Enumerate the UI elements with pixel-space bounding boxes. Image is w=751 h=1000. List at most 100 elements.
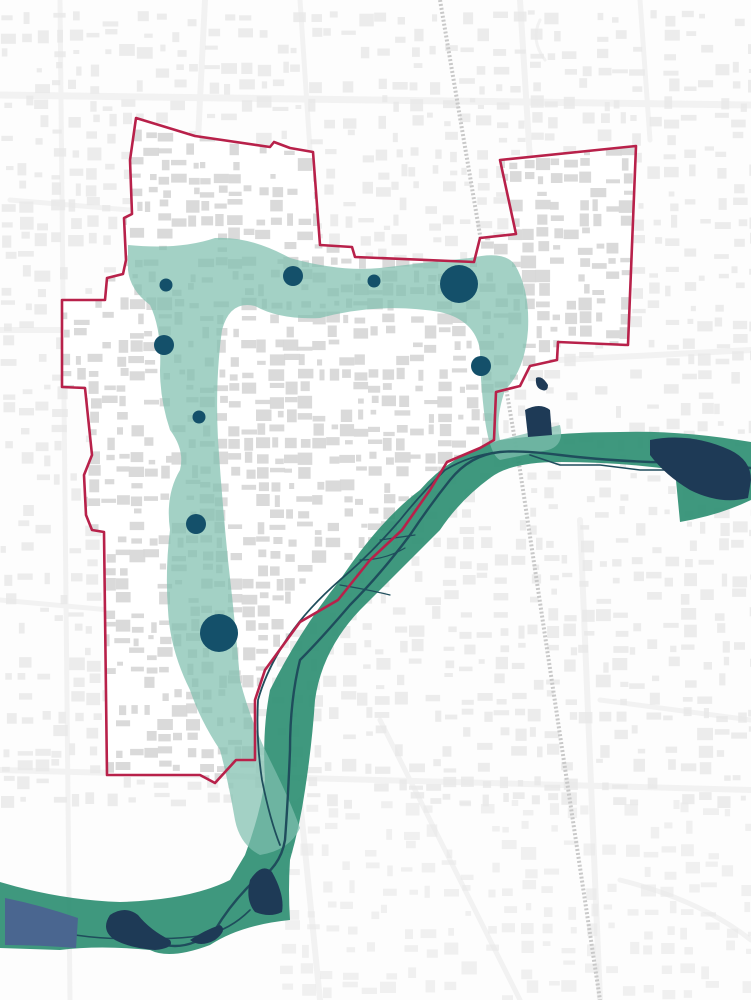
building — [497, 218, 509, 230]
building — [477, 104, 484, 109]
building — [106, 454, 115, 461]
building — [90, 64, 100, 77]
building — [269, 424, 285, 432]
building — [105, 29, 118, 35]
building — [504, 906, 518, 913]
building — [547, 470, 561, 480]
node-7-marker — [192, 410, 206, 424]
building — [561, 948, 576, 954]
building — [508, 675, 517, 688]
building — [129, 647, 145, 653]
building — [733, 197, 748, 205]
building — [561, 51, 577, 59]
building — [549, 803, 560, 815]
street — [517, 0, 533, 163]
building — [255, 399, 271, 405]
building — [466, 340, 472, 349]
building — [143, 147, 159, 156]
building — [176, 64, 184, 70]
building — [741, 885, 751, 897]
building — [21, 428, 30, 435]
building — [53, 474, 60, 485]
building — [647, 404, 659, 409]
building — [358, 398, 364, 404]
building — [582, 609, 595, 622]
building — [6, 593, 17, 605]
building — [640, 398, 648, 405]
building — [700, 219, 711, 224]
building — [726, 928, 739, 938]
building — [360, 236, 371, 246]
building — [229, 383, 240, 391]
building — [86, 727, 99, 739]
building — [546, 387, 554, 394]
building — [158, 734, 171, 742]
building — [116, 750, 123, 758]
building — [714, 507, 730, 519]
building — [498, 137, 508, 143]
building — [441, 860, 457, 865]
building — [228, 453, 242, 460]
building — [328, 646, 334, 655]
building — [719, 538, 729, 551]
building — [159, 666, 169, 673]
building — [639, 608, 647, 616]
building — [461, 699, 474, 705]
building — [158, 176, 170, 185]
building — [446, 849, 453, 858]
building — [427, 112, 433, 118]
building — [229, 374, 238, 381]
building — [685, 861, 700, 874]
building — [228, 578, 243, 590]
building — [493, 66, 510, 75]
building — [569, 565, 578, 572]
building — [256, 494, 270, 506]
building — [375, 725, 387, 734]
building — [492, 862, 500, 873]
building — [466, 746, 476, 755]
building — [499, 776, 508, 789]
building — [477, 762, 490, 772]
building — [570, 927, 577, 934]
building — [115, 130, 131, 142]
building — [272, 595, 284, 601]
building — [538, 241, 550, 252]
building — [500, 727, 510, 736]
building — [647, 592, 662, 600]
building — [341, 233, 354, 239]
building — [257, 522, 265, 535]
building — [597, 720, 606, 730]
building — [593, 733, 602, 742]
building — [749, 529, 751, 537]
building — [74, 623, 83, 631]
building — [371, 620, 382, 631]
building — [317, 359, 323, 366]
building — [554, 31, 561, 42]
building — [579, 137, 588, 143]
building — [103, 183, 117, 190]
building — [275, 458, 284, 465]
building — [174, 689, 182, 698]
building — [533, 679, 544, 690]
building — [680, 114, 697, 121]
building — [344, 799, 352, 809]
building — [143, 549, 159, 558]
building — [596, 758, 603, 763]
building — [308, 695, 323, 707]
building — [213, 173, 229, 184]
building — [508, 592, 522, 605]
building — [610, 396, 617, 404]
building — [439, 661, 446, 669]
building — [188, 215, 197, 227]
building — [366, 731, 373, 736]
building — [663, 715, 673, 721]
building — [205, 45, 218, 50]
building — [442, 215, 454, 225]
building — [626, 844, 640, 857]
building — [708, 853, 719, 860]
building — [324, 762, 332, 771]
building — [117, 536, 127, 543]
building — [88, 381, 99, 394]
building — [622, 595, 632, 601]
building — [415, 385, 423, 392]
